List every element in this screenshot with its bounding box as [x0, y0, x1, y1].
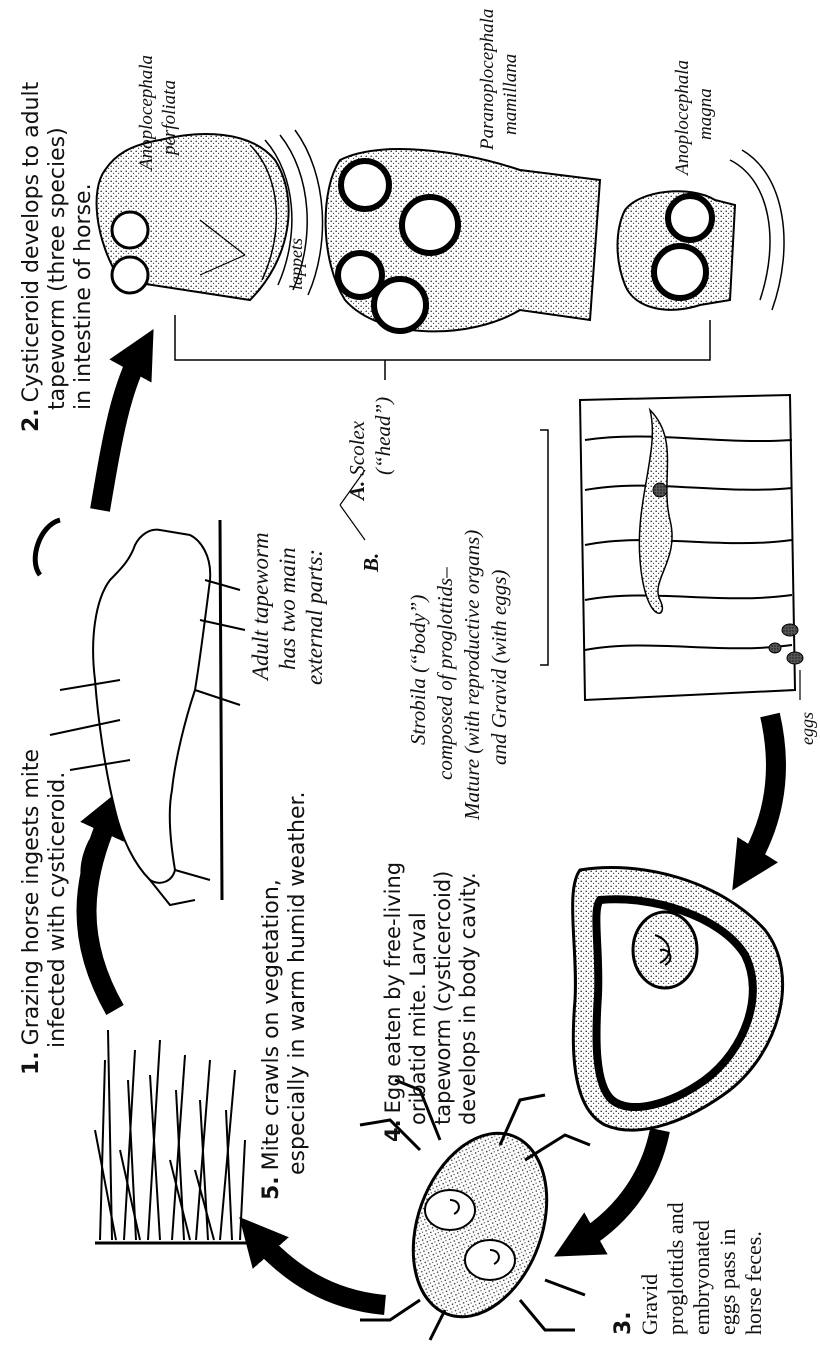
step-3-line-4: eggs pass in — [715, 1229, 740, 1335]
part-a-name: Scolex — [345, 420, 369, 475]
step-4-line-2: oribatid mite. Larval — [406, 912, 430, 1125]
step-1-number: 1. — [19, 1051, 44, 1075]
parts-intro-line-3: external parts: — [302, 549, 327, 685]
species-mamillana-genus: Paranoplocephala — [477, 9, 498, 151]
step-5-number: 5. — [259, 1176, 284, 1200]
mite-larva-2 — [465, 1240, 515, 1280]
step-2-number: 2. — [19, 408, 44, 432]
step-4-line-1: Egg eaten by free-living — [381, 862, 405, 1114]
step-4-line-3: tapeworm (cysticercoid) — [431, 871, 455, 1125]
scolex-magna — [618, 150, 785, 310]
step-2-text: 2. Cysticeroid develops to adult tapeworm… — [19, 81, 96, 432]
part-b-line-1: Strobila (“body”) — [406, 595, 430, 745]
arrow-1-to-2 — [86, 810, 115, 1010]
perfoliata-sucker-1 — [112, 212, 148, 248]
step-4-number: 4. — [381, 1119, 405, 1142]
parts-pointer-lines — [340, 470, 365, 540]
part-b-line-3: Mature (with reproductive organs) — [460, 530, 484, 821]
step-3-line-5: horse feces. — [741, 1231, 766, 1335]
step-5-line-2: especially in warm humid weather. — [285, 791, 310, 1175]
step-3-line-1: Gravid — [637, 1274, 662, 1335]
step-1-line-2: infected with cysticeroid. — [45, 772, 70, 1048]
step-2-line-2: tapeworm (three species) — [45, 127, 70, 410]
species-perfoliata-epithet: perfoliata — [159, 80, 180, 157]
part-b-line-2: composed of proglottids– — [433, 567, 457, 780]
species-magna-epithet: magna — [695, 88, 716, 140]
external-parts-text: Adult tapeworm has two main external par… — [248, 397, 511, 821]
step-1-line-1: Grazing horse ingests mite — [19, 749, 44, 1045]
lappets-label: lappets — [286, 238, 306, 290]
part-b-label: B. — [359, 553, 383, 573]
species-mamillana-epithet: mamillana — [500, 54, 521, 135]
part-b-line-4: and Gravid (with eggs) — [487, 570, 511, 765]
arrow-3-to-4 — [575, 1130, 660, 1245]
svg-text:2.Cysticeroid develops to adul: 2. Cysticeroid develops to adult — [19, 81, 44, 432]
species-magna-genus: Anoplocephala — [672, 60, 693, 177]
gravid-proglottid-illustration — [573, 868, 783, 1131]
step-2-line-3: in intestine of horse. — [71, 183, 96, 410]
parts-intro-line-2: has two main — [275, 547, 300, 670]
arrow-2-to-3 — [745, 715, 776, 870]
svg-text:5.Mite crawls on vegetation,: 5. Mite crawls on vegetation, — [259, 879, 284, 1200]
step-3-line-2: proglottids and — [663, 1202, 688, 1335]
step-3-number: 3. — [611, 1311, 636, 1335]
grass-illustration — [95, 1030, 250, 1243]
perfoliata-sucker-2 — [112, 257, 148, 293]
eggs-label: eggs — [797, 712, 817, 745]
strobila-illustration — [540, 395, 803, 700]
step-5-line-1: Mite crawls on vegetation, — [259, 879, 284, 1170]
svg-text:A.Scolex: A. Scolex — [345, 420, 369, 502]
step-3-text: 3. Gravid proglottids and embryonated eg… — [611, 1202, 766, 1335]
step-2-line-1: Cysticeroid develops to adult — [19, 81, 44, 402]
species-perfoliata-genus: Anoplocephala — [136, 55, 157, 172]
arrow-4-to-5 — [255, 1235, 385, 1305]
mite-larva-1 — [425, 1190, 475, 1230]
arrow-horse-to-2 — [100, 350, 142, 510]
part-a-label: A. — [345, 481, 369, 502]
step-4-line-4: develops in body cavity. — [456, 872, 480, 1125]
svg-text:1.Grazing horse ingests mite: 1. Grazing horse ingests mite — [19, 749, 44, 1075]
step-3-line-3: embryonated — [689, 1220, 714, 1335]
scolex-mamillana — [326, 149, 600, 331]
part-a-sub: (“head”) — [371, 397, 395, 475]
step-4-text: 4. Egg eaten by free-living oribatid mite… — [381, 862, 480, 1142]
parts-intro-line-1: Adult tapeworm — [248, 532, 273, 682]
step-5-text: 5. Mite crawls on vegetation, especially … — [259, 791, 310, 1200]
svg-text:4.Egg eaten by free-living: 4. Egg eaten by free-living — [381, 862, 405, 1142]
step-1-text: 1. Grazing horse ingests mite infected wi… — [19, 749, 70, 1075]
